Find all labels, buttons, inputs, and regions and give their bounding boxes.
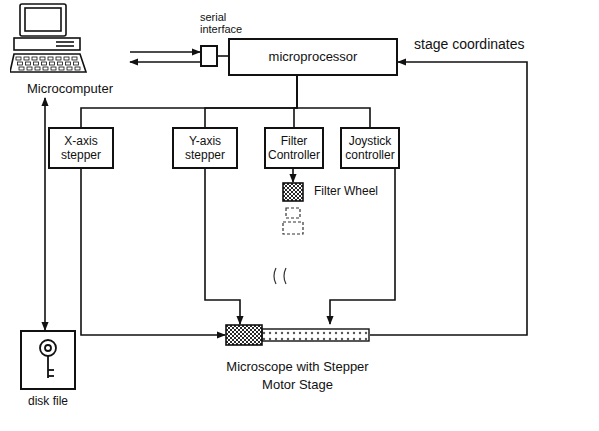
- node-label: Filter Wheel: [314, 184, 378, 198]
- node-label: Microcomputer: [10, 81, 130, 96]
- node-label: Filter Controller: [268, 134, 320, 163]
- node-label: X-axis stepper: [52, 134, 110, 163]
- controller-box: Filter Controller: [264, 127, 324, 169]
- processor-box: microprocessor: [228, 38, 398, 76]
- connector-line: [130, 51, 200, 53]
- connector-line: [297, 76, 370, 127]
- node-label: Joystick controller: [344, 134, 396, 163]
- connector-line: [44, 98, 46, 330]
- connector-line: [130, 61, 200, 63]
- connector-line: [218, 55, 228, 57]
- key-drawing: [22, 332, 74, 388]
- connector-line: [81, 76, 297, 127]
- connector-line: [370, 62, 527, 335]
- connector-line: [81, 169, 225, 335]
- stepper-box: Y-axis stepper: [172, 127, 238, 169]
- connector-line: [205, 169, 240, 324]
- stepper-box: X-axis stepper: [48, 127, 114, 169]
- node-label: serial interface: [200, 11, 254, 35]
- node-label: Microscope with Stepper Motor Stage: [223, 358, 373, 393]
- connector-line: [292, 169, 294, 182]
- node-label: disk file: [28, 394, 68, 408]
- computer-drawing: [10, 2, 90, 76]
- disk-icon: disk file: [20, 330, 76, 390]
- node-label: Y-axis stepper: [176, 134, 234, 163]
- microscope-optics: [274, 208, 303, 284]
- filter-wheel-drawing: [282, 182, 304, 202]
- interface-box: serial interface: [200, 45, 218, 67]
- controller-box: Joystick controller: [340, 127, 400, 169]
- stage-drawing: [225, 324, 370, 346]
- edge-label: stage coordinates: [412, 36, 527, 52]
- filter-wheel: Filter Wheel: [282, 182, 304, 202]
- node-label: microprocessor: [269, 49, 358, 65]
- connector-line: [205, 76, 297, 127]
- microscope-stage: Microscope with Stepper Motor Stage: [225, 324, 370, 346]
- computer-icon: Microcomputer: [10, 2, 130, 98]
